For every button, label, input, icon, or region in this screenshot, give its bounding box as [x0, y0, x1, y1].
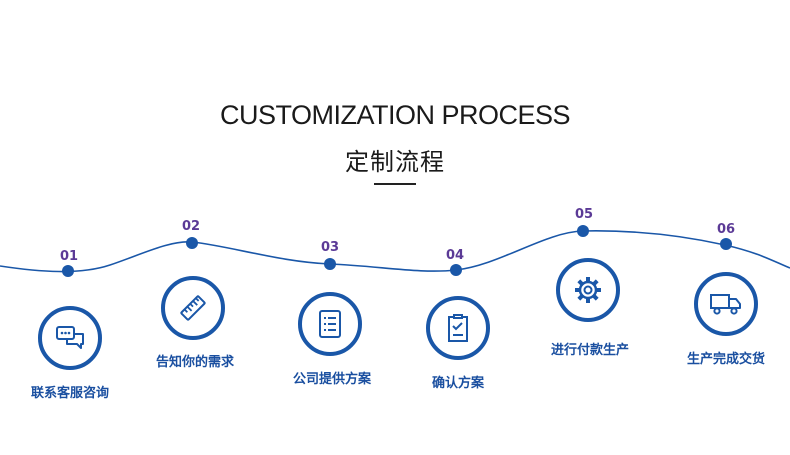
gear-icon — [575, 277, 601, 303]
document-list-icon — [319, 310, 341, 338]
step-number: 04 — [445, 248, 465, 263]
step-dot — [720, 238, 732, 250]
step-dot — [186, 237, 198, 249]
checklist-icon — [448, 314, 468, 342]
step-number: 02 — [181, 219, 201, 234]
step-icon-circle — [298, 292, 362, 356]
step-number: 03 — [320, 240, 340, 255]
step-label: 确认方案 — [431, 376, 484, 391]
step-icon-circle — [426, 296, 490, 360]
step-icon-circle — [161, 276, 225, 340]
step-label: 进行付款生产 — [550, 343, 629, 358]
title-divider — [374, 183, 416, 185]
step-dot — [577, 225, 589, 237]
chat-bubbles-icon — [56, 326, 84, 349]
step-label: 告知你的需求 — [155, 355, 234, 370]
step-label: 联系客服咨询 — [30, 386, 109, 401]
page-title-chinese: 定制流程 — [345, 148, 445, 176]
step-label: 生产完成交货 — [686, 352, 765, 367]
step-icon-circle — [694, 272, 758, 336]
step-dot — [324, 258, 336, 270]
step-icon-circle — [556, 258, 620, 322]
step-dot — [62, 265, 74, 277]
ruler-icon — [180, 295, 206, 321]
page-title-english: CUSTOMIZATION PROCESS — [219, 100, 571, 130]
step-number: 06 — [716, 222, 736, 237]
step-number: 05 — [574, 207, 594, 222]
step-icon-circle — [38, 306, 102, 370]
delivery-truck-icon — [710, 294, 741, 315]
step-dot — [450, 264, 462, 276]
step-number: 01 — [59, 249, 79, 264]
step-label: 公司提供方案 — [292, 372, 371, 387]
